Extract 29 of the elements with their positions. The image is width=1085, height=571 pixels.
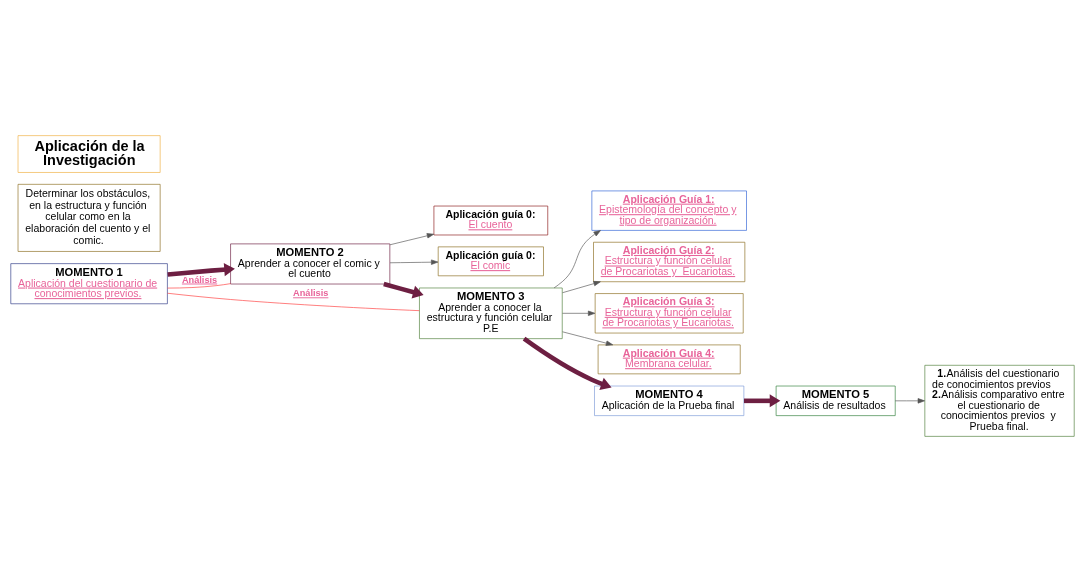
arrow	[389, 232, 435, 245]
arrow	[894, 397, 925, 403]
arrow	[383, 281, 424, 298]
node-box: MOMENTO 4 Aplicación de la Prueba final	[594, 385, 745, 416]
arrow	[562, 280, 601, 293]
arrow	[167, 262, 235, 277]
node-box: MOMENTO 3 Aprender a conocer la estructura y función celular P.E	[419, 287, 563, 339]
arrow	[522, 336, 612, 390]
node-box: Determinar los obstáculos, en la estructura y función celular como en la elaboración del cuento y el comic.	[17, 183, 161, 252]
arrow	[562, 330, 614, 346]
node-box: Aplicación Guía 4: Membrana celular.	[597, 344, 741, 374]
edge-label: Análisis	[293, 287, 329, 298]
node-box: MOMENTO 2 Aprender a conocer el comic y el cuento	[230, 243, 391, 284]
connector	[167, 282, 231, 288]
arrow	[743, 393, 781, 407]
arrow	[553, 229, 601, 288]
connector	[167, 292, 420, 311]
node-box: Aplicación Guía 3: Estructura y función celular de Procariotas y Eucariotas.	[594, 292, 744, 333]
arrow	[389, 259, 439, 265]
arrow	[562, 310, 596, 316]
node-box: Aplicación Guía 1: Epistemología del concepto y tipo de organización.	[591, 190, 747, 231]
node-box: Aplicación Guía 2: Estructura y función celular de Procariotas y Eucariotas.	[593, 241, 746, 282]
node-box: MOMENTO 1 Aplicación del cuestionario de conocimientos previos.	[10, 262, 168, 304]
edge-label: Análisis	[181, 274, 218, 285]
node-box: Aplicación guía 0: El comic	[437, 246, 544, 276]
node-box: MOMENTO 5 Análisis de resultados	[775, 385, 896, 416]
node-box: 1.Análisis del cuestionario de conocimientos previos 2.Análisis comparativo entre el cuestionario de conocimientos previos y Prueba final.	[924, 364, 1075, 437]
node-box: Aplicación guía 0: El cuento	[433, 205, 549, 235]
node-box: Aplicación de la Investigación	[17, 134, 161, 173]
